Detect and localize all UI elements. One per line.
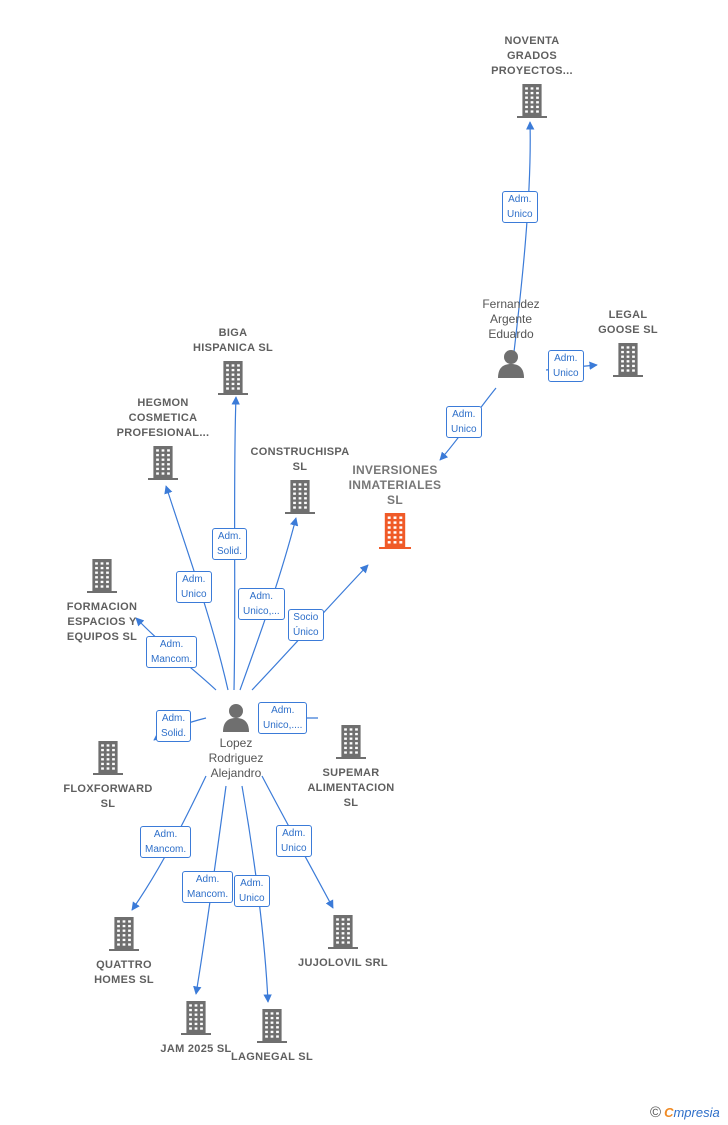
building-icon (336, 725, 366, 759)
building-icon (181, 1001, 211, 1035)
edge-label-lopez-jam[interactable]: Adm. Mancom. (182, 871, 234, 903)
company-node-lagnegal[interactable]: LAGNEGAL SL (224, 1008, 320, 1065)
company-node-construchispa[interactable]: CONSTRUCHISPA SL (240, 445, 360, 515)
edge-label-fernandez-noventa[interactable]: Adm. Unico (502, 191, 538, 223)
building-icon (379, 513, 411, 549)
brand-logo-text: mpresia (673, 1105, 720, 1120)
company-node-hegmon[interactable]: HEGMON COSMETICA PROFESIONAL... (108, 396, 218, 481)
brand-logo-letter: C (664, 1105, 674, 1120)
edge-fernandez-noventa (513, 121, 535, 353)
edge-label-lopez-hegmon[interactable]: Adm. Unico (176, 571, 212, 603)
company-node-quattro[interactable]: QUATTRO HOMES SL (76, 916, 172, 988)
company-label: LAGNEGAL SL (231, 1051, 313, 1063)
building-icon (613, 343, 643, 377)
building-icon (285, 480, 315, 514)
person-node-fernandez[interactable]: Fernandez Argente Eduardo (466, 297, 556, 378)
building-icon (328, 915, 358, 949)
company-node-floxforward[interactable]: FLOXFORWARD SL (54, 740, 162, 812)
building-icon (93, 741, 123, 775)
edge-label-fernandez-inversiones[interactable]: Adm. Unico (446, 406, 482, 438)
company-node-noventa[interactable]: NOVENTA GRADOS PROYECTOS... (470, 34, 594, 119)
company-label: FLOXFORWARD SL (63, 783, 153, 810)
company-label: INVERSIONES INMATERIALES SL (348, 463, 442, 507)
company-label: HEGMON COSMETICA PROFESIONAL... (116, 397, 210, 439)
company-node-jujolovil[interactable]: JUJOLOVIL SRL (288, 914, 398, 971)
company-node-biga[interactable]: BIGA HISPANICA SL (180, 326, 286, 396)
company-label: JUJOLOVIL SRL (298, 957, 388, 969)
person-node-lopez[interactable]: Lopez Rodriguez Alejandro (186, 702, 286, 781)
brand-watermark: ©Cmpresia (650, 1104, 720, 1121)
building-icon (257, 1009, 287, 1043)
edge-label-fernandez-legal[interactable]: Adm. Unico (548, 350, 584, 382)
edge-label-lopez-jujolovil[interactable]: Adm. Unico (276, 825, 312, 857)
copyright-icon: © (650, 1104, 662, 1121)
company-label: SUPEMAR ALIMENTACION SL (307, 767, 395, 809)
company-label: CONSTRUCHISPA SL (250, 446, 350, 473)
company-label: QUATTRO HOMES SL (94, 959, 154, 986)
edge-label-lopez-lagnegal[interactable]: Adm. Unico (234, 875, 270, 907)
company-label: LEGAL GOOSE SL (598, 309, 658, 336)
person-label: Fernandez Argente Eduardo (482, 297, 540, 341)
edge-label-lopez-inversiones[interactable]: Socio Único (288, 609, 324, 641)
person-icon (223, 704, 249, 732)
person-label: Lopez Rodriguez Alejandro (208, 736, 264, 780)
edge-label-lopez-floxforward[interactable]: Adm. Solid. (156, 710, 192, 742)
company-node-formacion[interactable]: FORMACION ESPACIOS Y EQUIPOS SL (54, 558, 150, 645)
company-node-supemar[interactable]: SUPEMAR ALIMENTACION SL (296, 724, 406, 811)
building-icon (148, 446, 178, 480)
building-icon (87, 559, 117, 593)
edge-label-lopez-biga[interactable]: Adm. Solid. (212, 528, 248, 560)
company-label: FORMACION ESPACIOS Y EQUIPOS SL (66, 601, 138, 643)
company-node-legal-goose[interactable]: LEGAL GOOSE SL (586, 308, 670, 378)
company-label: JAM 2025 SL (160, 1043, 232, 1055)
company-label: BIGA HISPANICA SL (193, 327, 273, 354)
edge-label-lopez-construchispa[interactable]: Adm. Unico,... (238, 588, 285, 620)
company-node-inversiones[interactable]: INVERSIONES INMATERIALES SL (338, 463, 452, 550)
edge-label-lopez-quattro[interactable]: Adm. Mancom. (140, 826, 192, 858)
company-label: NOVENTA GRADOS PROYECTOS... (491, 35, 573, 77)
building-icon (109, 917, 139, 951)
edge-label-lopez-formacion[interactable]: Adm. Mancom. (146, 636, 198, 668)
person-icon (498, 350, 524, 378)
building-icon (517, 84, 547, 118)
company-node-jam2025[interactable]: JAM 2025 SL (148, 1000, 244, 1057)
edge-label-lopez-supemar[interactable]: Adm. Unico,.... (258, 702, 308, 734)
building-icon (218, 361, 248, 395)
